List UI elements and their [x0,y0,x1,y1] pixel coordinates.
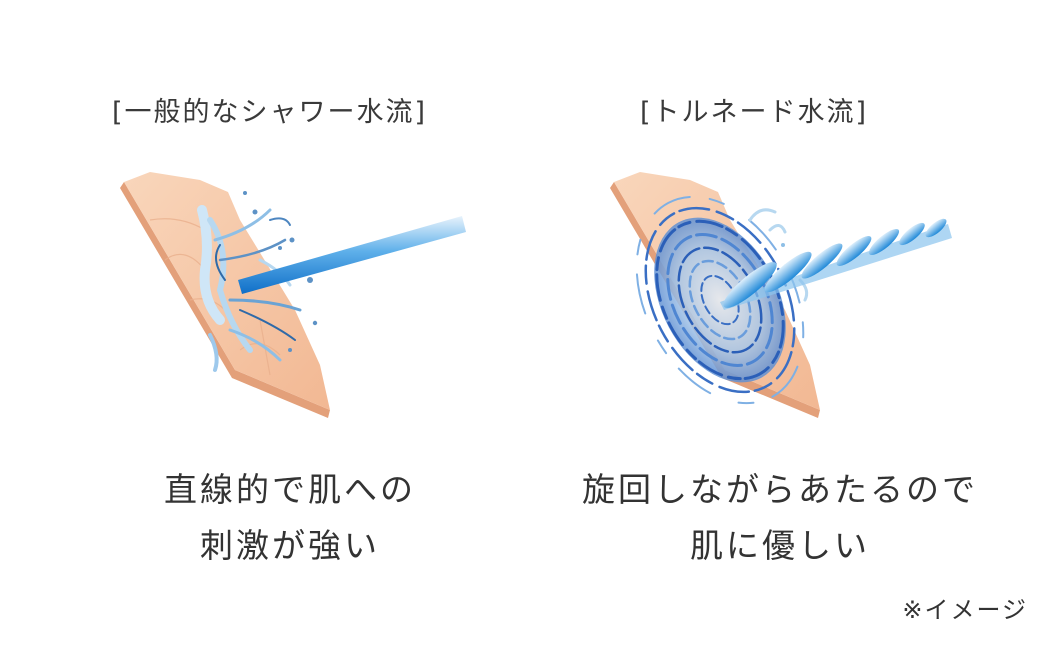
caption-line-2: 刺激が強い [200,526,380,565]
tornado-flow-panel: [トルネード水流] [530,0,1060,656]
spiral-jet-illustration [600,160,970,430]
caption-line-1: 旋回しながらあたるので [582,470,978,509]
tornado-flow-heading: [トルネード水流] [640,97,869,128]
tornado-flow-caption: 旋回しながらあたるので 肌に優しい [550,462,1010,574]
caption-line-2: 肌に優しい [690,526,870,565]
skin-splash-icon [120,172,466,418]
image-disclaimer-note: ※イメージ [902,596,1028,624]
skin-swirl-icon [610,172,952,418]
straight-jet-illustration [110,160,480,430]
standard-flow-panel: [一般的なシャワー水流] [110,97,480,574]
standard-flow-caption: 直線的で肌への 刺激が強い [130,462,450,574]
standard-flow-heading: [一般的なシャワー水流] [112,97,428,128]
caption-line-1: 直線的で肌への [164,470,416,509]
